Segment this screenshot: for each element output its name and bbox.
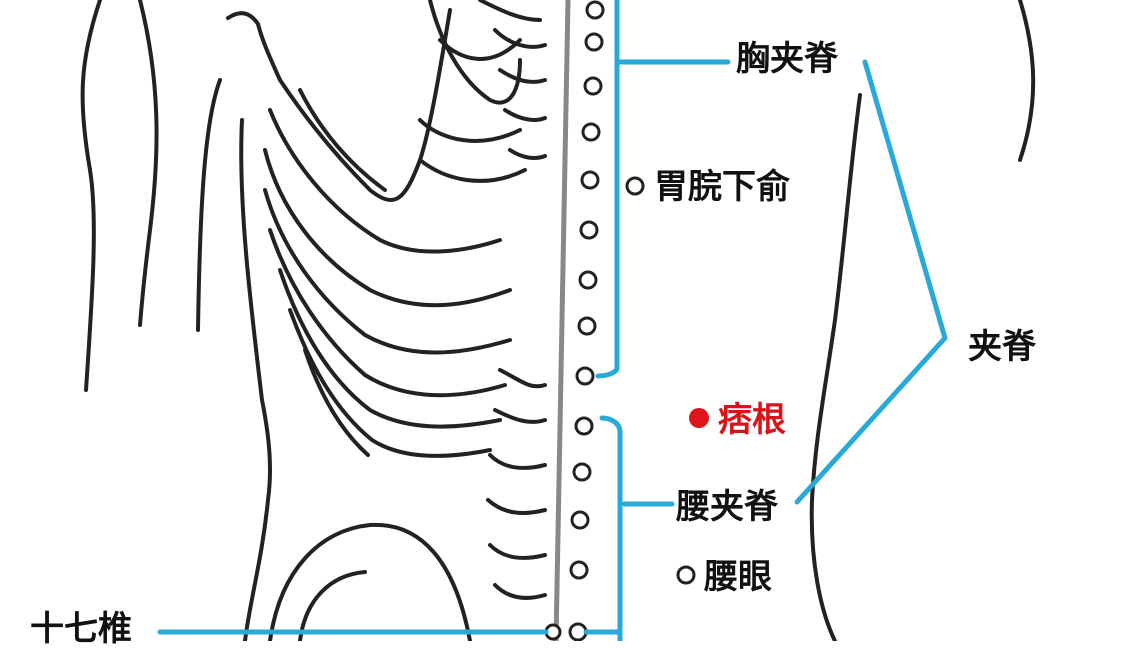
jiaji-point [583,76,603,96]
jiaji-point [585,0,605,20]
jiaji-point [579,220,599,240]
spine-midline [553,0,571,641]
jiaji-point [578,270,598,290]
jiaji-point [575,366,595,386]
label-thoracic-jiaji: 胸夹脊 [736,39,838,79]
weiwanxiashu-point-marker [625,176,645,196]
jiaji-points [544,0,605,641]
left-arm-outline [80,0,159,392]
scapula-ribs [263,0,527,458]
jiaji-point [572,462,592,482]
pelvis-outline [268,522,472,641]
yaoyan-point-marker [676,565,696,585]
label-seventeenth-vertebra: 十七椎 [30,609,132,649]
jiaji-point [577,316,597,336]
bracket-lines [157,0,948,641]
jiaji-point [584,32,604,52]
jiaji-point [570,510,590,530]
pigen-point [689,408,709,428]
label-jiaji: 夹脊 [968,327,1036,367]
thoracic-bracket [595,0,620,379]
jiaji-point [581,122,601,142]
label-pigen: 痞根 [718,400,786,440]
jiaji-point [574,416,594,436]
spinal-processes [478,0,547,600]
label-yaoyan: 腰眼 [704,557,772,597]
lumbar-bracket [599,415,623,641]
label-weiwanxiashu: 胃脘下俞 [654,167,790,207]
label-markers [625,176,696,585]
label-lumbar-jiaji: 腰夹脊 [676,487,778,527]
back-contour-left [196,11,282,641]
back-contour-right [809,0,1036,641]
jiaji-connector [794,59,948,505]
jiaji-point [569,560,589,580]
jiaji-point [580,170,600,190]
